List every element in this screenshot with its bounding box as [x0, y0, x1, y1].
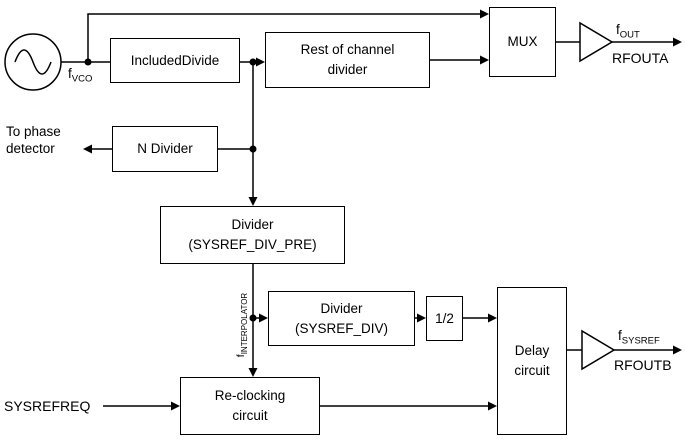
- sine-oscillator-icon: [4, 33, 62, 91]
- sysrefreq-label: SYSREFREQ: [4, 398, 91, 414]
- sysref-div-block: Divider (SYSREF_DIV): [268, 291, 415, 346]
- junction-dots: [84, 58, 257, 322]
- half-divider-block: 1/2: [426, 296, 463, 341]
- to-phase-detector-label: To phase detector: [6, 124, 61, 156]
- finterpolator-label: fINTERPOLATOR: [235, 292, 250, 358]
- reclocking-circuit-block: Re-clocking circuit: [180, 377, 320, 435]
- mux-block: MUX: [489, 7, 556, 77]
- fout-label: fOUT: [616, 22, 640, 41]
- fvco-label: fVCO: [68, 66, 93, 85]
- rfoutb-label: RFOUTB: [614, 357, 672, 373]
- arrowheads: [83, 9, 682, 411]
- rfouta-buffer-icon: [579, 21, 614, 63]
- rest-of-channel-divider-block: Rest of channel divider: [265, 32, 430, 88]
- delay-circuit-block: Delay circuit: [497, 287, 567, 435]
- n-divider-block: N Divider: [112, 126, 218, 172]
- included-divide-block: IncludedDivide: [110, 38, 240, 83]
- rfoutb-buffer-icon: [581, 329, 616, 371]
- rfouta-label: RFOUTA: [612, 50, 669, 66]
- sysref-div-pre-block: Divider (SYSREF_DIV_PRE): [160, 206, 345, 264]
- fsysref-label: fSYSREF: [618, 328, 660, 347]
- wires: [61, 13, 674, 407]
